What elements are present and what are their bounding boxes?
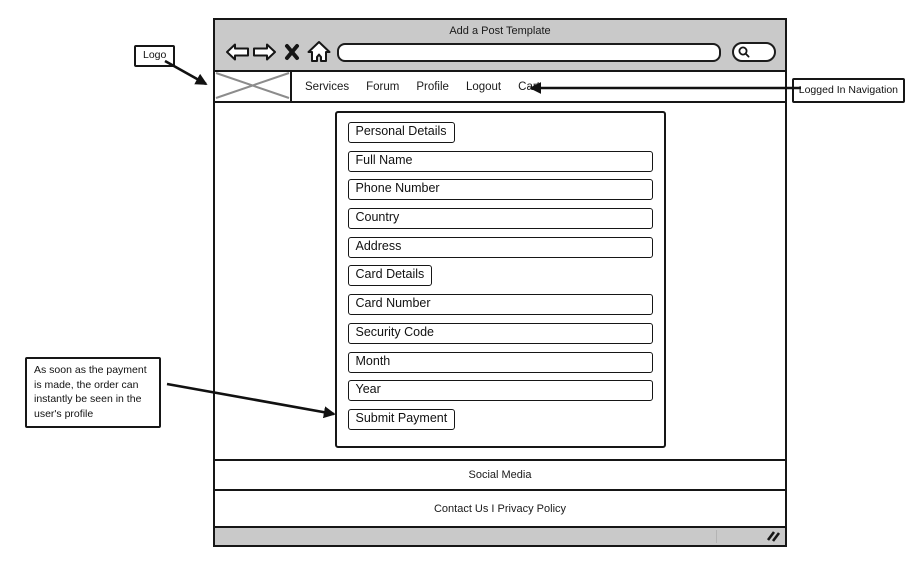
card-number-input[interactable]: Card Number	[347, 294, 653, 316]
social-media-bar: Social Media	[215, 459, 785, 489]
nav-item-forum[interactable]: Forum	[366, 80, 400, 93]
nav-item-services[interactable]: Services	[305, 80, 350, 93]
url-input[interactable]	[337, 42, 721, 62]
phone-number-input[interactable]: Phone Number	[347, 179, 653, 201]
close-icon[interactable]	[278, 39, 305, 66]
search-icon	[738, 46, 750, 58]
logged-in-navigation-annotation: Logged In Navigation	[791, 78, 905, 103]
security-code-input[interactable]: Security Code	[347, 322, 653, 344]
footer-links-label[interactable]: Contact Us I Privacy Policy	[433, 502, 567, 515]
year-input[interactable]: Year	[347, 380, 653, 402]
address-input[interactable]: Address	[347, 236, 653, 258]
nav-item-profile[interactable]: Profile	[416, 80, 449, 93]
forward-icon[interactable]	[251, 39, 278, 66]
status-bar	[215, 526, 785, 545]
social-media-label: Social Media	[468, 469, 532, 481]
status-divider	[716, 530, 717, 543]
logo-annotation: Logo	[134, 45, 176, 67]
browser-chrome: Add a Post Template	[215, 20, 785, 72]
submit-payment-button[interactable]: Submit Payment	[347, 408, 456, 430]
browser-window: Add a Post Template	[213, 18, 787, 547]
logo-placeholder[interactable]	[215, 72, 292, 101]
page-content: Personal Details Full Name Phone Number …	[215, 103, 785, 459]
main-navigation: Services Forum Profile Logout Cart	[215, 72, 785, 103]
payment-annotation: As soon as the payment is made, the orde…	[25, 357, 161, 428]
resize-grip-icon[interactable]	[765, 529, 781, 548]
home-icon[interactable]	[305, 39, 332, 66]
month-input[interactable]: Month	[347, 351, 653, 373]
nav-item-logout[interactable]: Logout	[465, 80, 502, 93]
personal-details-heading: Personal Details	[347, 122, 455, 143]
window-title: Add a Post Template	[449, 25, 551, 37]
country-input[interactable]: Country	[347, 208, 653, 230]
nav-item-cart[interactable]: Cart	[518, 80, 540, 93]
image-placeholder-x-icon	[215, 72, 290, 99]
browser-toolbar	[224, 38, 776, 66]
payment-form-panel: Personal Details Full Name Phone Number …	[334, 111, 666, 448]
search-field[interactable]	[732, 42, 776, 62]
back-icon[interactable]	[224, 39, 251, 66]
footer-links-bar: Contact Us I Privacy Policy	[215, 489, 785, 526]
card-details-heading: Card Details	[347, 265, 433, 287]
nav-links: Services Forum Profile Logout Cart	[305, 72, 785, 101]
full-name-input[interactable]: Full Name	[347, 150, 653, 172]
